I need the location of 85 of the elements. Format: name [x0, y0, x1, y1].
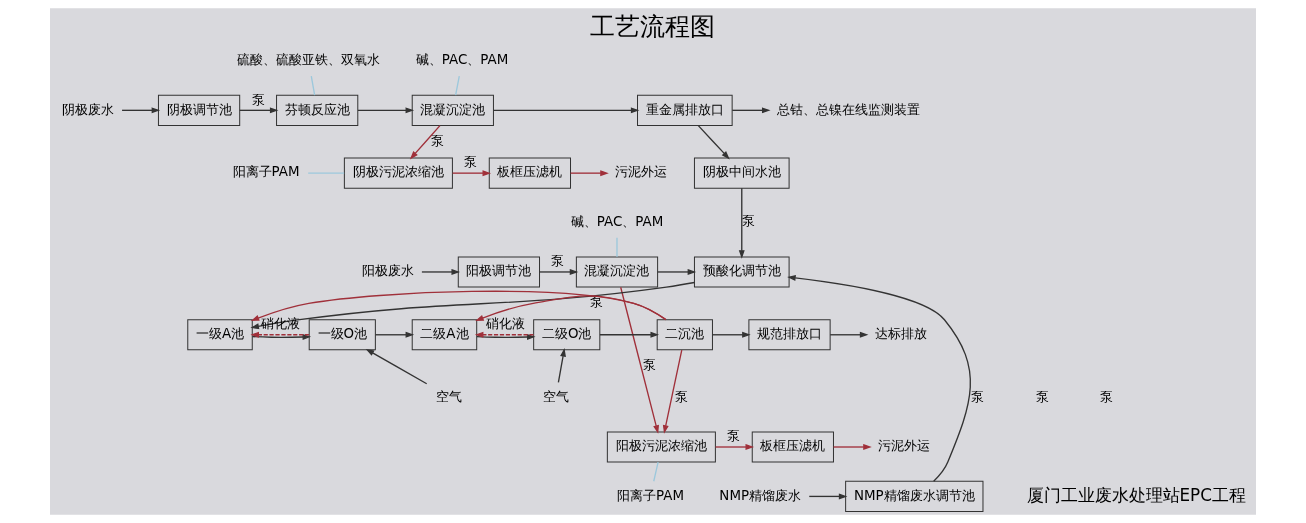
arrow: [620, 286, 659, 434]
diagram-title: 工艺流程图: [590, 11, 716, 41]
arrow: [474, 331, 535, 338]
label: 泵: [1035, 388, 1049, 404]
arrow: [731, 107, 771, 114]
arrow: [832, 444, 872, 450]
node-text: 阳离子PAM: [617, 487, 684, 503]
node-box: 混凝沉淀池: [411, 94, 494, 126]
edge-label: 泵: [589, 294, 603, 310]
node-text: 达标排放: [874, 325, 927, 341]
node-box: 板框压滤机: [488, 157, 571, 189]
arrow: [251, 334, 312, 340]
arrow: [121, 107, 161, 114]
arrow: [250, 331, 310, 338]
edge-label: 泵: [551, 253, 565, 269]
arrow: [657, 268, 697, 275]
node-text: 空气: [436, 388, 463, 404]
node-box: 阳极调节池: [457, 256, 540, 288]
arrow: [697, 125, 730, 160]
arrow: [599, 331, 659, 338]
arrow: [239, 107, 279, 114]
arrow: [557, 348, 566, 384]
arrow: [569, 170, 609, 177]
edge-label: 泵: [727, 428, 741, 444]
edge-label: 泵: [674, 388, 688, 404]
node-box: 预酸化调节池: [693, 256, 790, 288]
node-box: 阴极调节池: [157, 94, 241, 126]
caption: 厦门工业废水处理站EPC工程: [1026, 484, 1246, 505]
connector: [310, 75, 316, 96]
connector: [307, 172, 345, 174]
node-box: 阴极中间水池: [693, 157, 790, 189]
node-box: 芬顿反应池: [276, 94, 359, 126]
edge-label: 泵: [643, 357, 657, 373]
node-box: NMP精馏废水调节池: [845, 480, 984, 512]
node-box: 混凝沉淀池: [575, 256, 659, 288]
arrow: [409, 125, 441, 160]
node-box: 板框压滤机: [751, 431, 834, 463]
arrow: [476, 334, 536, 340]
arrow: [250, 290, 667, 321]
arrow: [475, 295, 667, 321]
edge-label: 泵: [741, 213, 755, 229]
arrow: [365, 348, 428, 385]
arrow: [787, 274, 971, 482]
edge-label: 泵: [431, 132, 445, 148]
edge-label: 泵: [251, 91, 265, 107]
node-box: 一级A池: [187, 319, 253, 351]
node-text: 阳极废水: [361, 263, 414, 279]
node-text: 空气: [542, 388, 569, 404]
node-text: 总钴、总镍在线监测装置: [777, 101, 921, 117]
edge-label: 泵: [970, 388, 984, 404]
connector: [616, 237, 618, 258]
node-text: 污泥外运: [878, 438, 931, 454]
arrow: [738, 187, 745, 259]
arrow: [492, 107, 640, 114]
arrow: [250, 281, 696, 330]
arrow: [374, 331, 415, 338]
node-box: 阳极污泥浓缩池: [606, 431, 716, 463]
arrow: [808, 493, 848, 500]
node-box: 一级O池: [308, 319, 376, 351]
node-text: 硫酸、硫酸亚铁、双氧水: [237, 52, 381, 68]
node-text: 阳离子PAM: [232, 164, 300, 180]
arrow: [421, 268, 460, 275]
label: 泵: [1099, 388, 1113, 404]
arrow: [714, 444, 755, 450]
connector: [653, 461, 659, 482]
node-text: 污泥外运: [615, 164, 668, 180]
node-box: 二沉池: [656, 319, 713, 351]
node-text: 碱、PAC、PAM: [570, 213, 664, 229]
arrow: [711, 331, 751, 338]
node-box: 阴极污泥浓缩池: [343, 157, 453, 189]
node-box: 二级A池: [411, 319, 478, 351]
arrow: [829, 331, 869, 338]
node-text: 碱、PAC、PAM: [415, 52, 509, 68]
node-text: 阴极废水: [61, 101, 114, 117]
arrow: [538, 268, 579, 275]
connector: [454, 75, 460, 96]
arrow: [451, 170, 492, 177]
node-box: 规范排放口: [748, 319, 831, 351]
edge-label: 硝化液: [485, 316, 525, 332]
node-box: 二级O池: [533, 319, 601, 351]
node-box: 重金属排放口: [637, 94, 733, 126]
edge-label: 泵: [464, 154, 478, 170]
arrow: [357, 107, 415, 114]
arrow: [662, 349, 683, 434]
node-text: NMP精馏废水: [719, 487, 802, 503]
